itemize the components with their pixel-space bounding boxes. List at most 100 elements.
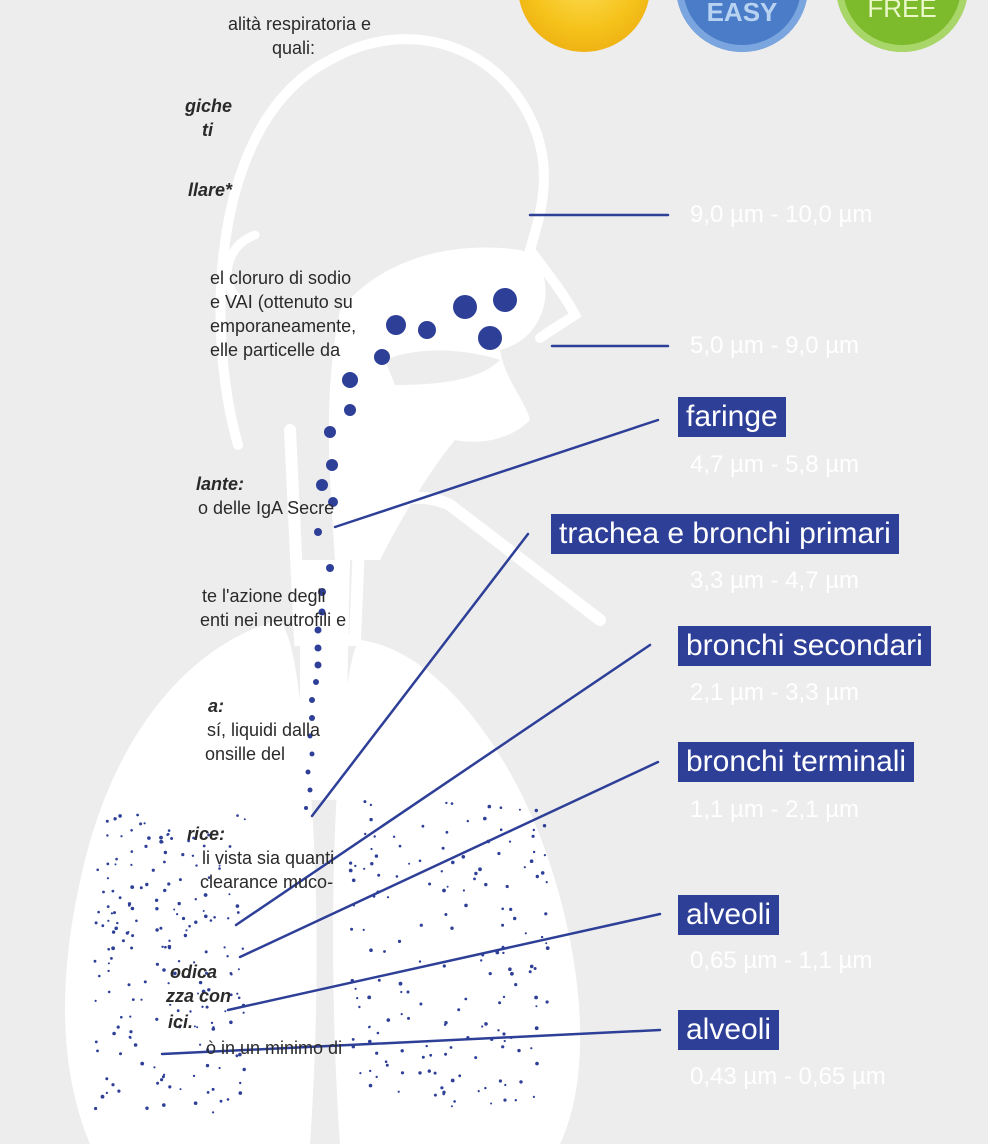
particle-dot (474, 871, 478, 876)
particle-dot (400, 990, 403, 994)
particle-dot (398, 844, 402, 848)
particle-dot (93, 959, 97, 963)
particle-dot (189, 1010, 192, 1013)
particle-dot (195, 864, 198, 867)
particle-dot (194, 920, 198, 924)
particle-dot (369, 817, 373, 822)
particle-dot (199, 1043, 202, 1046)
particle-dot (163, 860, 166, 864)
particle-dot (493, 288, 517, 312)
particle-dot (535, 874, 539, 879)
particle-dot (140, 1061, 145, 1066)
particle-dot (107, 990, 111, 994)
particle-dot (106, 862, 110, 866)
particle-dot (375, 1075, 378, 1079)
particle-dot (198, 980, 203, 985)
particle-dots-upper (316, 288, 517, 507)
particle-dot (449, 1046, 453, 1049)
particle-dot (102, 890, 105, 894)
particle-dot (113, 817, 117, 821)
particle-dot (446, 885, 449, 888)
particle-dot (187, 839, 191, 843)
size-range: 2,1 µm - 3,3 µm (690, 679, 860, 706)
particle-dot (368, 1083, 373, 1088)
particle-dot (453, 295, 477, 319)
particle-dot (418, 859, 422, 863)
particle-dot (487, 804, 492, 809)
particle-dot (367, 995, 372, 1000)
particle-dot (514, 983, 518, 987)
text-line: o delle IgA Secre (198, 498, 335, 518)
particle-dot (118, 896, 122, 900)
particle-dot (369, 1069, 372, 1073)
particle-dot (497, 1029, 500, 1032)
mouth-inner-shape (385, 350, 500, 385)
text-line: ò in un minimo di (206, 1038, 343, 1058)
particle-dot (193, 961, 196, 964)
particle-dot (177, 960, 181, 963)
particle-dot (239, 1081, 242, 1085)
particle-dot (156, 1081, 160, 1085)
particle-dot (490, 1102, 493, 1105)
particle-dot (328, 497, 338, 507)
ear-outline (222, 230, 260, 305)
particle-dot (154, 898, 159, 902)
particle-dot (528, 970, 532, 974)
particle-dot (178, 1025, 182, 1029)
particle-dot (173, 971, 177, 976)
particle-dot (207, 833, 211, 837)
particle-dot (163, 888, 167, 893)
particle-dot (120, 835, 123, 838)
particle-dot (400, 1071, 405, 1075)
particle-dot (116, 1025, 120, 1029)
particle-dot (451, 860, 455, 865)
particle-dot (206, 1091, 210, 1094)
particle-dot (117, 1089, 121, 1093)
particle-dot (155, 928, 159, 932)
particle-dot (130, 906, 135, 911)
particle-dot (510, 971, 514, 976)
particle-dot (236, 992, 239, 995)
particle-dot (116, 921, 119, 925)
particle-dot (304, 806, 308, 810)
particle-dot (529, 964, 534, 969)
particle-dot (96, 1049, 99, 1053)
particle-dot (159, 926, 163, 930)
particle-dot (207, 876, 211, 879)
particle-dot (428, 882, 432, 886)
particle-dot (307, 787, 313, 793)
particle-dot (369, 803, 373, 807)
particle-dot (440, 870, 443, 873)
particle-dot (160, 1078, 164, 1082)
particle-dot (94, 1040, 98, 1044)
particle-dot (530, 1047, 533, 1050)
particle-dot (533, 967, 537, 970)
particle-dot (518, 808, 521, 811)
particle-dot (168, 946, 171, 950)
particle-dot (114, 926, 118, 931)
particle-dot (98, 974, 101, 978)
particle-dot (444, 913, 448, 916)
particle-dot (151, 868, 155, 872)
particle-dot (128, 1035, 132, 1039)
particle-dot (230, 973, 233, 976)
particle-dot (131, 934, 135, 938)
particle-dots-trachea (304, 528, 334, 810)
particle-dot (351, 878, 356, 883)
particle-dot (170, 837, 174, 840)
particle-dot (386, 1018, 391, 1022)
particle-dot (445, 801, 448, 805)
particle-dot (204, 950, 208, 954)
particle-dot (484, 1086, 487, 1090)
particle-dot (110, 957, 113, 960)
particle-dot (374, 349, 390, 365)
particle-dot (540, 935, 544, 939)
particle-dot (178, 878, 182, 882)
particle-dot (369, 948, 373, 952)
particle-dot (477, 1090, 480, 1093)
right-lung-shape (333, 640, 581, 1144)
particle-dot (498, 1079, 502, 1083)
left-lung-shape (65, 620, 317, 1144)
particle-dot (155, 1017, 159, 1021)
particle-dot (228, 845, 232, 848)
